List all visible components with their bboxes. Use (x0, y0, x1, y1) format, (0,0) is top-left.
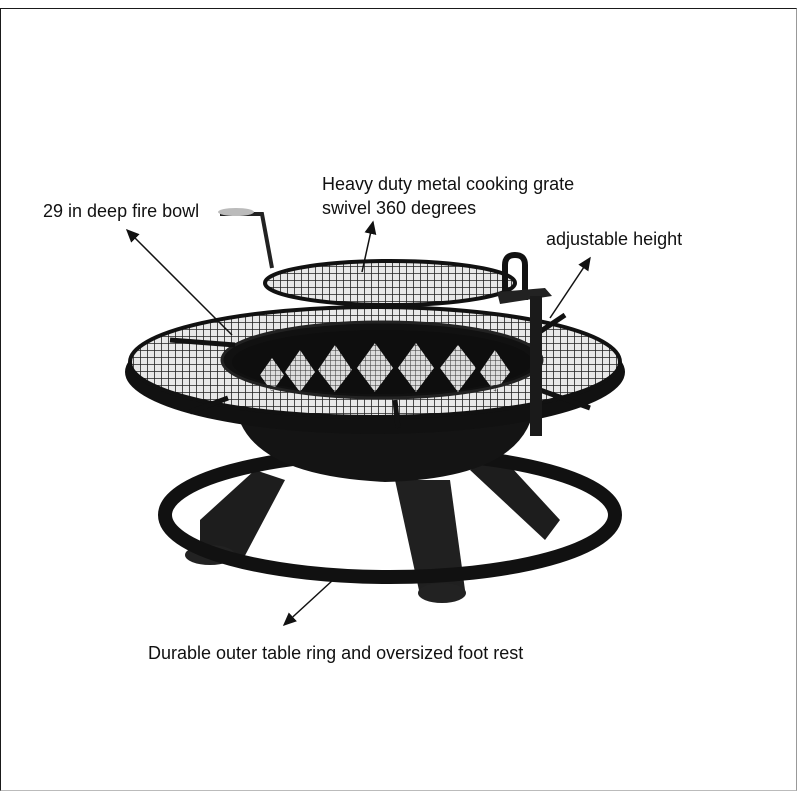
cooking-grate (218, 208, 517, 307)
callout-cooking-grate-line2: swivel 360 degrees (322, 198, 477, 218)
callout-foot-rest: Durable outer table ring and oversized f… (148, 643, 524, 663)
table-ring (125, 305, 625, 434)
callout-adjustable-height: adjustable height (546, 229, 683, 249)
callout-arrows (125, 220, 591, 627)
callout-fire-bowl: 29 in deep fire bowl (43, 201, 200, 221)
height-adjust-post (497, 251, 552, 436)
callout-cooking-grate-line1: Heavy duty metal cooking grate (322, 174, 575, 194)
